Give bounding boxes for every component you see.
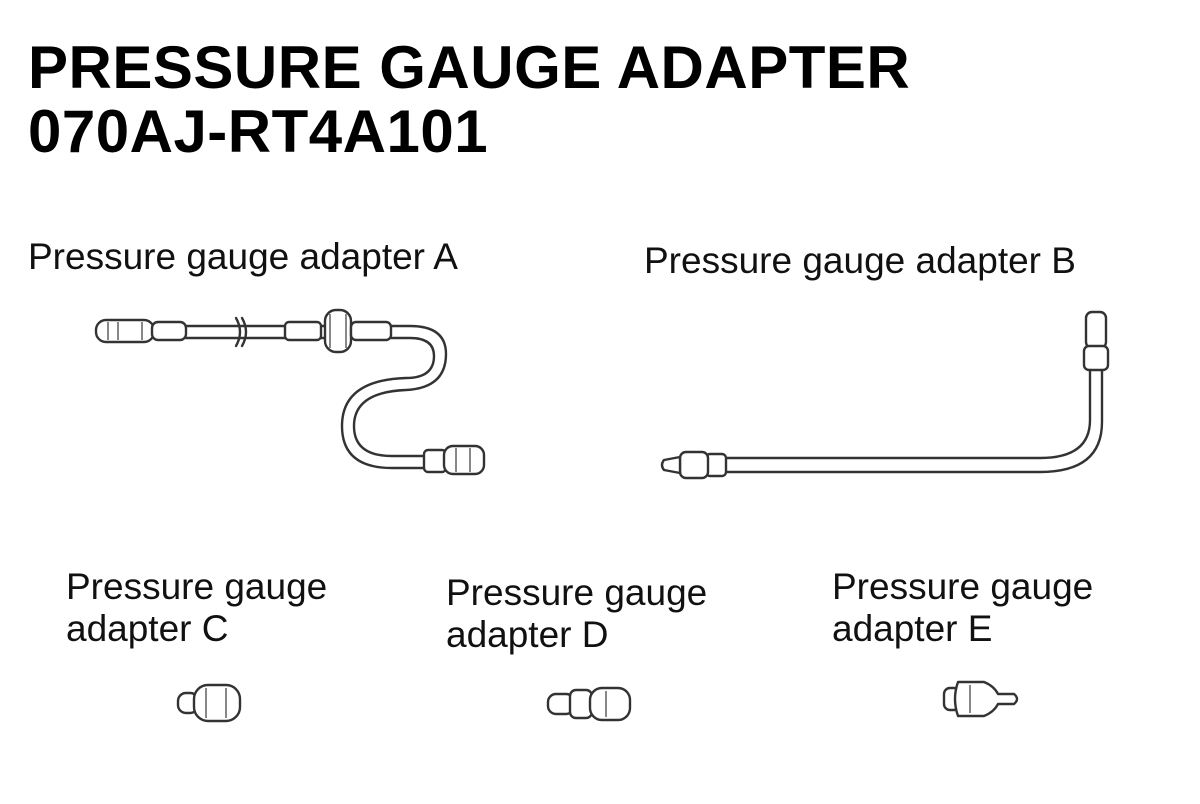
adapter-c-label-line-1: Pressure gauge — [66, 566, 328, 607]
adapter-e-label-line-1: Pressure gauge — [832, 566, 1094, 607]
adapter-d-label-line-2: adapter D — [446, 614, 609, 655]
adapter-d-label-line-1: Pressure gauge — [446, 572, 708, 613]
adapter-c-label-line-2: adapter C — [66, 608, 229, 649]
adapter-a-label: Pressure gauge adapter A — [28, 236, 458, 277]
adapter-d-label: Pressure gauge adapter D — [446, 572, 746, 656]
title-line-2: 070AJ-RT4A101 — [28, 98, 489, 165]
page-title: PRESSURE GAUGE ADAPTER 070AJ-RT4A101 — [28, 36, 910, 164]
adapter-e-label-line-2: adapter E — [832, 608, 993, 649]
title-line-1: PRESSURE GAUGE ADAPTER — [28, 34, 911, 101]
adapter-e-label: Pressure gauge adapter E — [832, 566, 1132, 650]
adapter-b-label: Pressure gauge adapter B — [644, 240, 1076, 281]
adapter-c-label: Pressure gauge adapter C — [66, 566, 366, 650]
